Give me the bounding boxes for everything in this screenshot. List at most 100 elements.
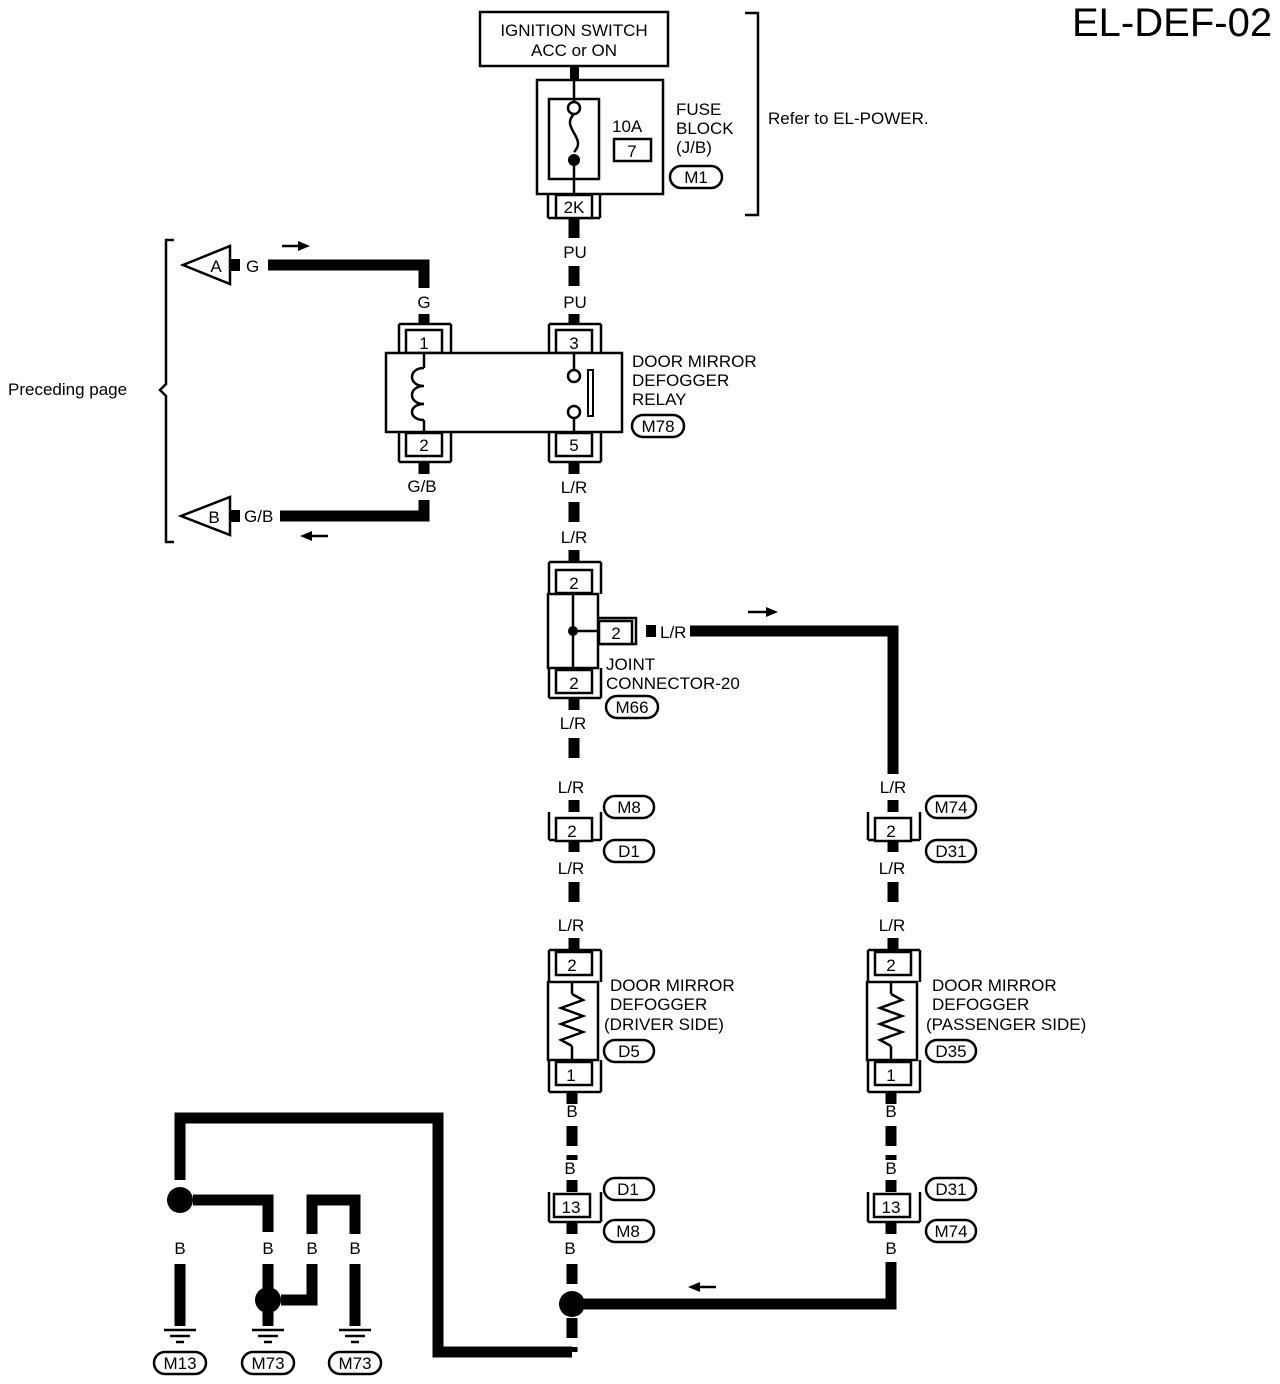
ground-m73-a-label: M73: [251, 1354, 284, 1373]
relay-pin3: 3: [569, 334, 578, 353]
wire-lr-4: L/R: [558, 778, 584, 797]
fuse-terminal: 2K: [564, 198, 585, 217]
defogger-driver-side: 2 1 DOOR MIRROR DEFOGGER (DRIVER SIDE) D…: [546, 948, 735, 1094]
pass-pin2-a: 2: [886, 822, 895, 841]
refer-note: Refer to EL-POWER.: [768, 109, 929, 128]
driver-defog-connector: D5: [618, 1042, 640, 1061]
wire-pu-2: PU: [563, 293, 587, 312]
connector-d1-m8-pin13: 13 D1 M8: [547, 1176, 656, 1244]
connector-d31-m74-pin13: 13 D31 M74: [866, 1176, 978, 1244]
offpage-a-letter: A: [210, 257, 222, 276]
preceding-page-bracket: [158, 238, 174, 544]
door-mirror-defogger-relay: 1 3 2 5 DOOR MIRROR DEFOGGER RELAY M78: [384, 322, 757, 464]
ground-m73-b-label: M73: [338, 1354, 371, 1373]
pass-defog-pin2: 2: [886, 956, 895, 975]
fuse-label2: BLOCK: [676, 119, 734, 138]
offpage-b: B: [177, 495, 232, 537]
driver-pin2-a: 2: [567, 822, 576, 841]
joint-line1: JOINT: [606, 655, 655, 674]
wire-pu-1: PU: [563, 243, 587, 262]
ground-m13: M13: [152, 1328, 208, 1376]
wire-lr-1: L/R: [561, 478, 587, 497]
wire-gb-1: G/B: [407, 477, 436, 496]
wire-b-p1: B: [885, 1102, 896, 1121]
relay-connector: M78: [641, 417, 674, 436]
wire-lr-6: L/R: [558, 916, 584, 935]
relay-line3: RELAY: [632, 390, 687, 409]
ignition-line2: ACC or ON: [531, 41, 617, 60]
offpage-b-letter: B: [208, 508, 219, 527]
pass-m74-top: M74: [934, 798, 967, 817]
refer-bracket: [745, 11, 760, 217]
joint-pin-bottom: 2: [569, 674, 578, 693]
relay-pin1: 1: [419, 334, 428, 353]
wire-gb-2: G/B: [244, 507, 273, 526]
relay-line1: DOOR MIRROR: [632, 352, 757, 371]
connector-m74-d31-pin2: 2 M74 D31: [866, 794, 978, 864]
wire-lr-2: L/R: [561, 528, 587, 547]
fuse-number: 7: [627, 142, 636, 161]
driver-defog-line3: (DRIVER SIDE): [604, 1015, 724, 1034]
driver-m8-top: M8: [617, 798, 641, 817]
wire-lr-p3: L/R: [879, 916, 905, 935]
wire-b-2: B: [564, 1159, 575, 1178]
wire-g-2: G: [417, 293, 430, 312]
joint-line2: CONNECTOR-20: [606, 674, 740, 693]
driver-m8-bottom: M8: [616, 1222, 640, 1241]
ground-m73-a: M73: [240, 1328, 296, 1376]
fuse-connector: M1: [684, 168, 708, 187]
preceding-page-label: Preceding page: [8, 380, 127, 399]
wire-lr-p2: L/R: [879, 859, 905, 878]
wire-g-1: G: [246, 257, 259, 276]
wire-b-p3: B: [885, 1239, 896, 1258]
fuse-block: 10A 7 FUSE BLOCK (J/B) M1 2K: [535, 66, 734, 220]
wire-lr-branch: L/R: [660, 623, 686, 642]
wire-lr-3: L/R: [560, 714, 586, 733]
page-id: EL-DEF-02: [1072, 1, 1272, 45]
wire-b-g2: B: [262, 1239, 273, 1258]
wire-b-g4: B: [349, 1239, 360, 1258]
fuse-label3: (J/B): [676, 138, 712, 157]
wire-b-g3: B: [306, 1239, 317, 1258]
pass-d31-bottom: D31: [935, 1180, 966, 1199]
joint-connector: M66: [615, 698, 648, 717]
driver-pin13: 13: [562, 1198, 581, 1217]
ground-splice-1: [167, 1187, 193, 1213]
ground-m13-label: M13: [163, 1354, 196, 1373]
pass-defog-connector: D35: [935, 1042, 966, 1061]
wire-lr-p1: L/R: [880, 778, 906, 797]
ground-splice-2: [255, 1287, 281, 1313]
pass-defog-line2: DEFOGGER: [932, 995, 1029, 1014]
wire-lr-5: L/R: [558, 859, 584, 878]
fuse-rating: 10A: [612, 117, 643, 136]
relay-line2: DEFOGGER: [632, 371, 729, 390]
ignition-line1: IGNITION SWITCH: [500, 21, 647, 40]
joint-connector-20: 2 2 2 JOINT CONNECTOR-20 M66: [546, 560, 740, 720]
offpage-a: A: [179, 244, 232, 286]
driver-defog-pin1: 1: [566, 1066, 575, 1085]
fuse-label1: FUSE: [676, 100, 721, 119]
ground-m73-b: M73: [327, 1328, 383, 1376]
driver-defog-line2: DEFOGGER: [610, 995, 707, 1014]
pass-m74-bottom: M74: [934, 1222, 967, 1241]
relay-pin2: 2: [419, 436, 428, 455]
pass-pin13: 13: [882, 1198, 901, 1217]
driver-defog-pin2: 2: [567, 956, 576, 975]
driver-splice: [559, 1291, 585, 1317]
pass-defog-line1: DOOR MIRROR: [932, 976, 1057, 995]
pass-d31-top: D31: [935, 842, 966, 861]
wire-b-g1: B: [174, 1239, 185, 1258]
pass-defog-pin1: 1: [886, 1066, 895, 1085]
ignition-switch: IGNITION SWITCH ACC or ON: [478, 10, 670, 68]
pass-defog-line3: (PASSENGER SIDE): [926, 1015, 1086, 1034]
driver-defog-line1: DOOR MIRROR: [610, 976, 735, 995]
joint-pin-side: 2: [611, 624, 620, 643]
connector-m8-d1-pin2: 2 M8 D1: [547, 794, 656, 864]
wire-b-p2: B: [885, 1159, 896, 1178]
driver-d1-top: D1: [618, 842, 640, 861]
joint-pin-top: 2: [569, 574, 578, 593]
driver-d1-bottom: D1: [617, 1180, 639, 1199]
wire-b-3: B: [564, 1239, 575, 1258]
relay-pin5: 5: [569, 436, 578, 455]
